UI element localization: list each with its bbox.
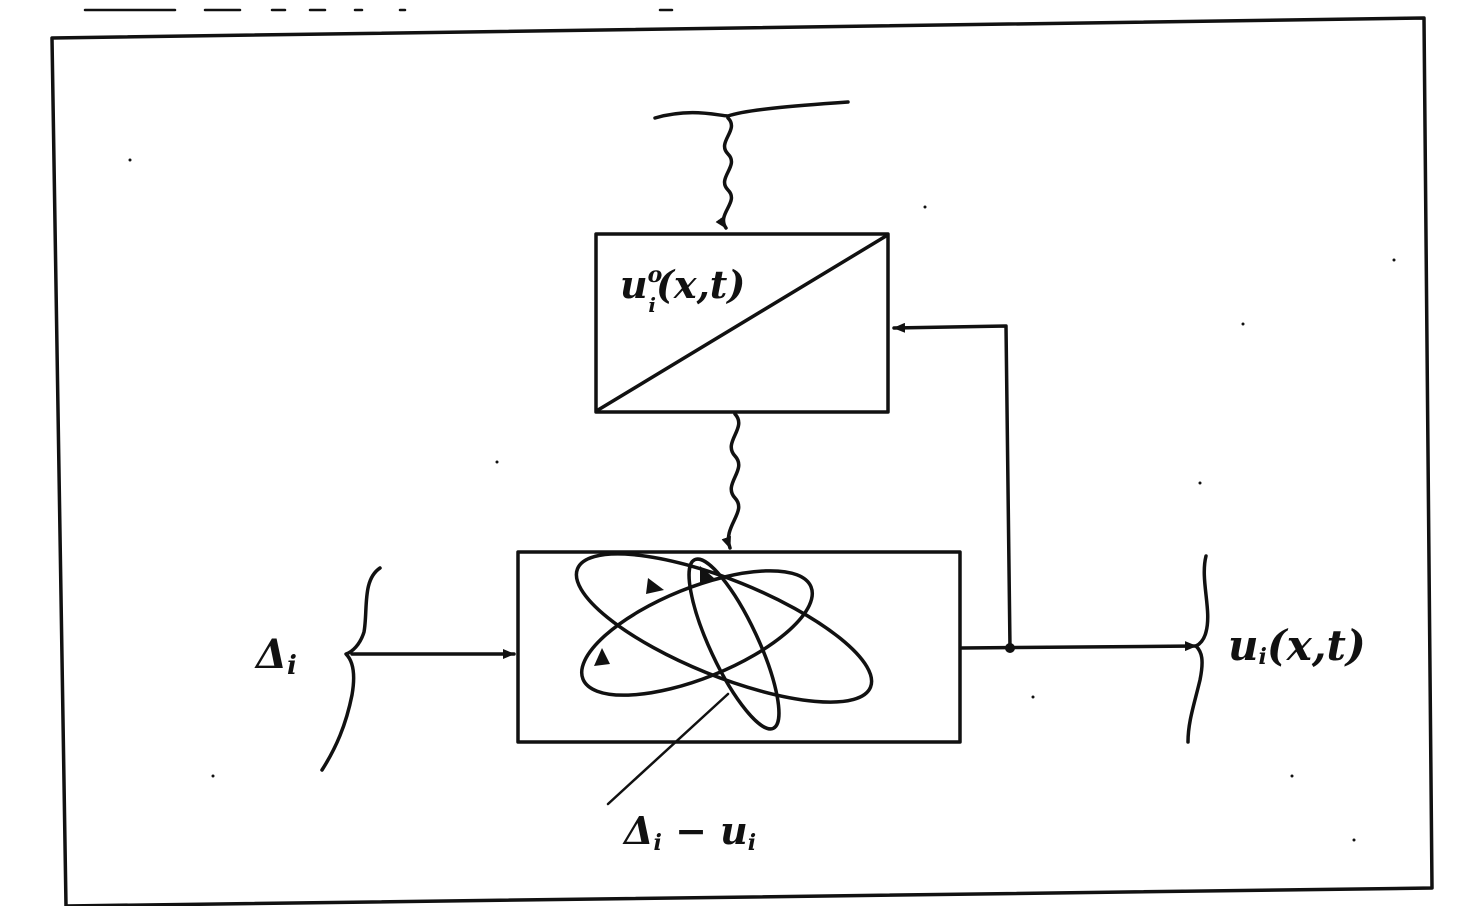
orbit-arrow-3	[700, 566, 714, 584]
top-input-brace	[653, 100, 850, 120]
interaction-label-dash: −	[662, 808, 720, 853]
interaction-label: Δi − ui	[622, 808, 756, 856]
scan-specks	[128, 158, 1396, 842]
orbit-ellipse-1	[574, 552, 874, 704]
input-label: Δi	[254, 631, 297, 681]
middle-wavy-arrow	[721, 412, 741, 550]
lower-block	[516, 550, 962, 744]
orbit-arrow-2	[594, 648, 610, 666]
left-input-brace	[320, 566, 382, 772]
input-label-main: Δ	[254, 631, 287, 678]
orbit-arrow-1	[646, 578, 664, 594]
upper-block-label-sub: i	[648, 293, 656, 317]
feedback-loop	[892, 322, 1012, 650]
interaction-label-a-sub: i	[653, 830, 661, 856]
output-label-sub: i	[1259, 644, 1267, 670]
output-label-args: (x,t)	[1267, 621, 1366, 670]
orbit-ellipse-3	[687, 557, 781, 731]
output-arrow	[960, 641, 1198, 652]
outer-frame	[50, 16, 1434, 906]
output-label: ui(x,t)	[1228, 621, 1366, 670]
right-output-brace	[1186, 554, 1210, 744]
lower-block-frame	[516, 550, 962, 744]
interaction-label-a: Δ	[622, 808, 653, 853]
upper-block-label-main: u	[620, 262, 648, 307]
upper-block-label-sup: o	[648, 262, 663, 288]
upper-block-frame	[594, 232, 890, 414]
interaction-label-b-sub: i	[748, 830, 756, 856]
interaction-label-b: u	[720, 808, 748, 853]
input-label-sub: i	[287, 651, 297, 681]
top-wavy-arrow	[715, 116, 734, 230]
interaction-leader	[606, 692, 730, 806]
output-label-main: u	[1228, 621, 1259, 670]
upper-block-label-args: (x,t)	[656, 262, 745, 307]
orbit-ellipse-2	[579, 569, 815, 697]
upper-block-diagonal	[596, 234, 888, 412]
